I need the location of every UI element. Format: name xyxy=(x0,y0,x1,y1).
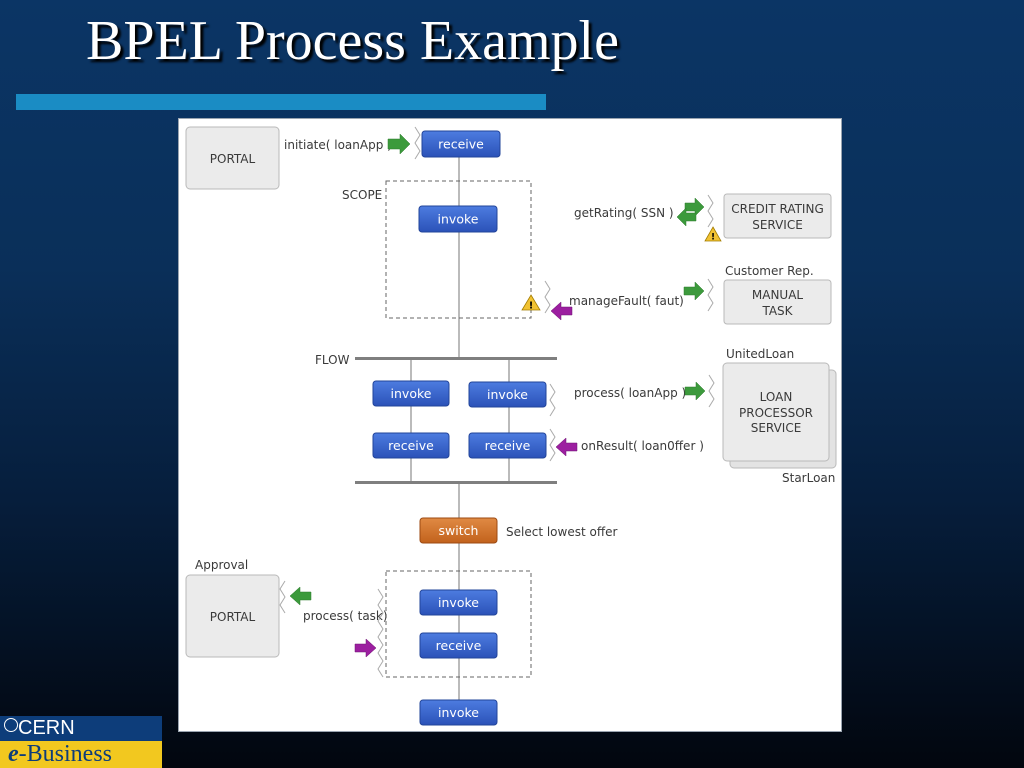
scope-box xyxy=(385,180,532,319)
bpel-diagram: FLOW SCOPE PORTAL initiate( loanApp ) re… xyxy=(178,118,842,732)
get-rating-label: getRating( SSN ) xyxy=(574,206,674,220)
receive-activity-flow-left[interactable]: receive xyxy=(372,432,450,459)
green-arrow-left-icon xyxy=(676,207,697,227)
slide-title: BPEL Process Example xyxy=(86,10,619,72)
svg-text:!: ! xyxy=(529,301,534,312)
invoke-final-label: invoke xyxy=(438,705,479,720)
receive-flow-right-label: receive xyxy=(485,438,531,453)
green-arrow-right-icon xyxy=(684,197,705,217)
invoke-activity-scope[interactable]: invoke xyxy=(418,205,498,233)
purple-arrow-left-icon xyxy=(555,437,578,457)
logo-e-text: e xyxy=(8,741,19,767)
switch-note: Select lowest offer xyxy=(506,525,617,539)
logo-cern-text: CERN xyxy=(18,717,75,739)
bracket-icon xyxy=(377,588,384,678)
cern-ebusiness-logo: CERN e-Business xyxy=(0,716,162,768)
portal-bottom-label: PORTAL xyxy=(210,610,256,624)
flow-label: FLOW xyxy=(315,353,350,367)
svg-text:!: ! xyxy=(711,233,715,243)
manage-fault-label: manageFault( faut) xyxy=(569,294,684,308)
receive-flow-left-label: receive xyxy=(388,438,434,453)
purple-arrow-left-icon xyxy=(550,301,573,321)
invoke-flow-right-label: invoke xyxy=(487,387,528,402)
invoke-activity-flow-right[interactable]: invoke xyxy=(468,381,547,408)
flow-top-bar xyxy=(355,357,557,360)
loan-processor-line3: SERVICE xyxy=(751,421,802,435)
process-task-label: process( task) xyxy=(303,609,388,623)
switch-activity[interactable]: switch xyxy=(419,517,498,544)
portal-bottom: PORTAL xyxy=(185,574,280,658)
cern-logo-icon xyxy=(4,718,18,732)
initiate-label: initiate( loanApp ) xyxy=(284,138,392,152)
green-arrow-right-icon xyxy=(684,381,706,401)
bracket-icon xyxy=(414,126,421,160)
title-underline-bar xyxy=(16,94,546,110)
manual-task-line1: MANUAL xyxy=(752,288,804,302)
invoke-approval-label: invoke xyxy=(438,595,479,610)
bracket-icon xyxy=(708,374,715,408)
receive-activity-flow-right[interactable]: receive xyxy=(468,432,547,459)
logo-business-text: -Business xyxy=(18,741,112,767)
green-arrow-right-icon xyxy=(387,133,411,155)
manual-task-line2: TASK xyxy=(761,304,793,318)
bracket-icon xyxy=(549,383,556,417)
invoke-flow-left-label: invoke xyxy=(391,386,432,401)
credit-rating-service: CREDIT RATING SERVICE xyxy=(723,193,832,239)
warning-icon: ! xyxy=(704,226,722,243)
star-loan-label: StarLoan xyxy=(782,471,835,485)
switch-label: switch xyxy=(439,523,479,538)
loan-processor-service: LOAN PROCESSOR SERVICE xyxy=(722,362,837,469)
bracket-icon xyxy=(707,278,714,312)
logo-ebusiness-band: e-Business xyxy=(0,741,162,768)
receive-activity-top[interactable]: receive xyxy=(421,130,501,158)
customer-rep-label: Customer Rep. xyxy=(725,264,814,278)
loan-processor-line1: LOAN xyxy=(760,390,793,404)
on-result-label: onResult( loan0ffer ) xyxy=(581,439,704,453)
receive-approval-label: receive xyxy=(436,638,482,653)
credit-rating-line1: CREDIT RATING xyxy=(731,202,824,216)
invoke-activity-flow-left[interactable]: invoke xyxy=(372,380,450,407)
process-loan-label: process( loanApp ) xyxy=(574,386,686,400)
approval-scope-box xyxy=(385,570,532,678)
scope-label: SCOPE xyxy=(342,188,382,202)
bracket-icon xyxy=(544,280,551,314)
bracket-icon xyxy=(549,428,556,462)
green-arrow-right-icon xyxy=(683,281,705,301)
receive-activity-approval[interactable]: receive xyxy=(419,632,498,659)
purple-arrow-right-icon xyxy=(354,638,377,658)
united-loan-label: UnitedLoan xyxy=(726,347,794,361)
warning-icon: ! xyxy=(521,294,541,312)
bracket-icon xyxy=(279,580,286,614)
invoke-scope-label: invoke xyxy=(438,212,479,227)
manual-task: MANUAL TASK xyxy=(723,279,832,325)
green-arrow-left-icon xyxy=(289,586,312,606)
receive-top-label: receive xyxy=(438,137,484,152)
loan-processor-line2: PROCESSOR xyxy=(739,406,813,420)
invoke-activity-approval[interactable]: invoke xyxy=(419,589,498,616)
approval-label: Approval xyxy=(195,558,248,572)
portal-top-label: PORTAL xyxy=(210,152,256,166)
flow-bottom-bar xyxy=(355,481,557,484)
bracket-icon xyxy=(707,194,714,228)
logo-cern-band: CERN xyxy=(0,716,162,741)
portal-top: PORTAL xyxy=(185,126,280,190)
credit-rating-line2: SERVICE xyxy=(752,218,803,232)
invoke-activity-final[interactable]: invoke xyxy=(419,699,498,726)
